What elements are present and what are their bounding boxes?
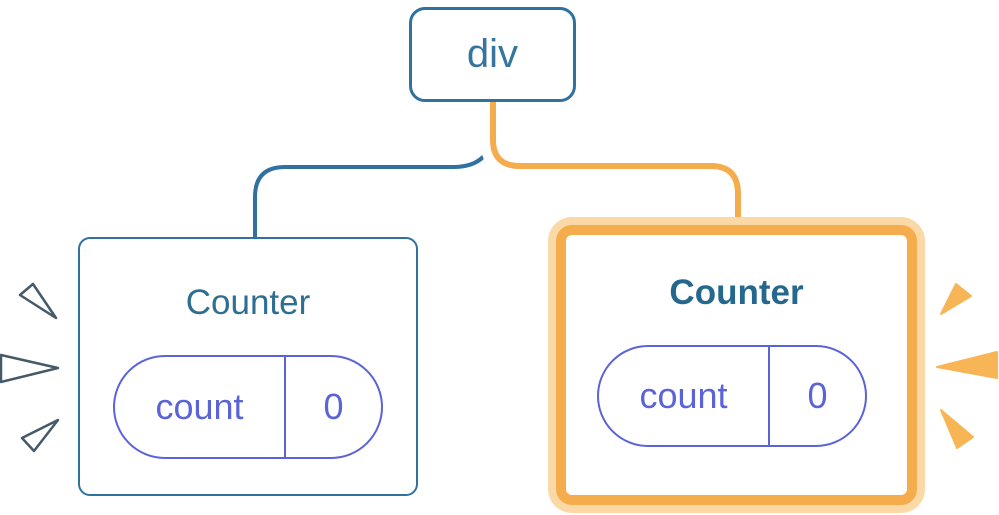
counter-title: Counter [185, 283, 311, 322]
state-value: 0 [807, 375, 828, 416]
spark-icon [940, 283, 972, 315]
spark-group-left [0, 282, 60, 453]
state-pill: count 0 [113, 355, 383, 459]
node-label: div [466, 32, 519, 76]
state-value: 0 [323, 386, 344, 427]
connector-right-casing [480, 100, 751, 224]
state-key: count [115, 357, 286, 457]
counter-title: Counter [669, 273, 804, 312]
connector-left-edge [253, 100, 495, 240]
spark-icon [0, 353, 60, 384]
spark-icon [18, 282, 58, 320]
spark-icon [20, 418, 60, 453]
counter-card-left: Counter count 0 [78, 237, 418, 496]
connector-right-edge [490, 100, 741, 230]
tree-node-div: div [409, 7, 576, 102]
counter-card-right-highlighted: Counter count 0 [548, 217, 925, 513]
spark-icon [940, 409, 974, 449]
spark-icon [936, 351, 998, 379]
state-key: count [599, 347, 770, 445]
state-pill: count 0 [597, 345, 867, 447]
spark-group-right [936, 283, 998, 449]
